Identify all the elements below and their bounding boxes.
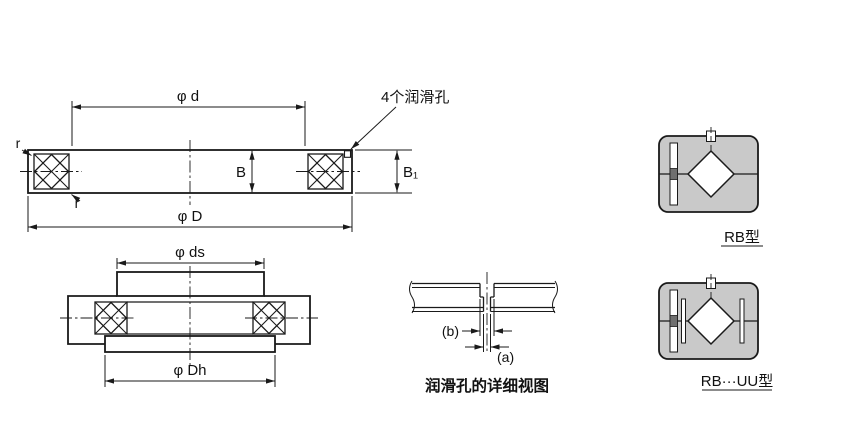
dimension-width-B: B xyxy=(236,150,255,193)
radius-callout-bottom: r xyxy=(71,194,81,211)
centerlines xyxy=(60,266,318,366)
lube-holes-label: 4个润滑孔 xyxy=(381,89,449,106)
crossed-roller-icon-left xyxy=(94,301,128,335)
crossed-roller-icon xyxy=(686,296,736,346)
dimension-width-B1: B₁ xyxy=(355,149,418,194)
crossed-roller-icon-right xyxy=(307,153,344,190)
dimension-b: (b) xyxy=(442,299,512,339)
main-section-view: φ d φ D B B₁ r r 4个润滑孔 xyxy=(16,88,449,232)
dimension-outer-D: φ D xyxy=(27,196,353,232)
clamp-plate xyxy=(116,271,265,297)
dim-label-B: B xyxy=(236,164,246,181)
mounting-hole-land xyxy=(669,168,678,180)
detail-label-b: (b) xyxy=(442,323,459,339)
crossed-roller-icon-right xyxy=(252,301,286,335)
dimension-housing-Dh: φ Dh xyxy=(104,355,276,387)
dimension-a: (a) xyxy=(465,314,514,365)
inner-lip xyxy=(104,335,276,353)
crossed-roller-icon-left xyxy=(33,153,70,190)
detail-caption: 润滑孔的详细视图 xyxy=(425,376,549,395)
lube-hole-detail-view: (b) (a) 润滑孔的详细视图 xyxy=(409,272,558,395)
rb-uu-type-label: RB···UU型 xyxy=(701,373,774,390)
lube-hole xyxy=(343,150,352,158)
rb-type-label: RB型 xyxy=(724,229,760,246)
lube-holes-callout: 4个润滑孔 xyxy=(350,89,449,150)
mounting-hole-land xyxy=(669,315,678,327)
mounting-section-view: φ ds φ Dh xyxy=(60,244,318,387)
seal-left xyxy=(681,298,686,344)
dimension-shaft-ds: φ ds xyxy=(116,244,265,269)
dim-label-B1: B₁ xyxy=(403,164,418,181)
dim-label-d: φ d xyxy=(177,88,199,105)
ring-wall-linework xyxy=(409,280,558,314)
housing-outline xyxy=(67,295,311,345)
seal-right xyxy=(739,298,745,344)
dim-label-ds: φ ds xyxy=(175,244,205,261)
rb-type-section: RB型 xyxy=(658,127,763,247)
detail-label-a: (a) xyxy=(497,349,514,365)
rb-uu-type-section: RB···UU型 xyxy=(658,274,774,391)
radius-label-bottom: r xyxy=(75,195,80,211)
dim-label-Dh: φ Dh xyxy=(173,362,206,379)
radius-callout-top: r xyxy=(16,135,32,156)
bearing-outline xyxy=(27,149,353,194)
crossed-roller-icon xyxy=(686,149,736,199)
lube-hole-linework xyxy=(479,283,495,312)
radius-label-top: r xyxy=(16,135,21,151)
dim-label-D: φ D xyxy=(178,208,203,225)
dimension-bore-d: φ d xyxy=(71,88,306,146)
